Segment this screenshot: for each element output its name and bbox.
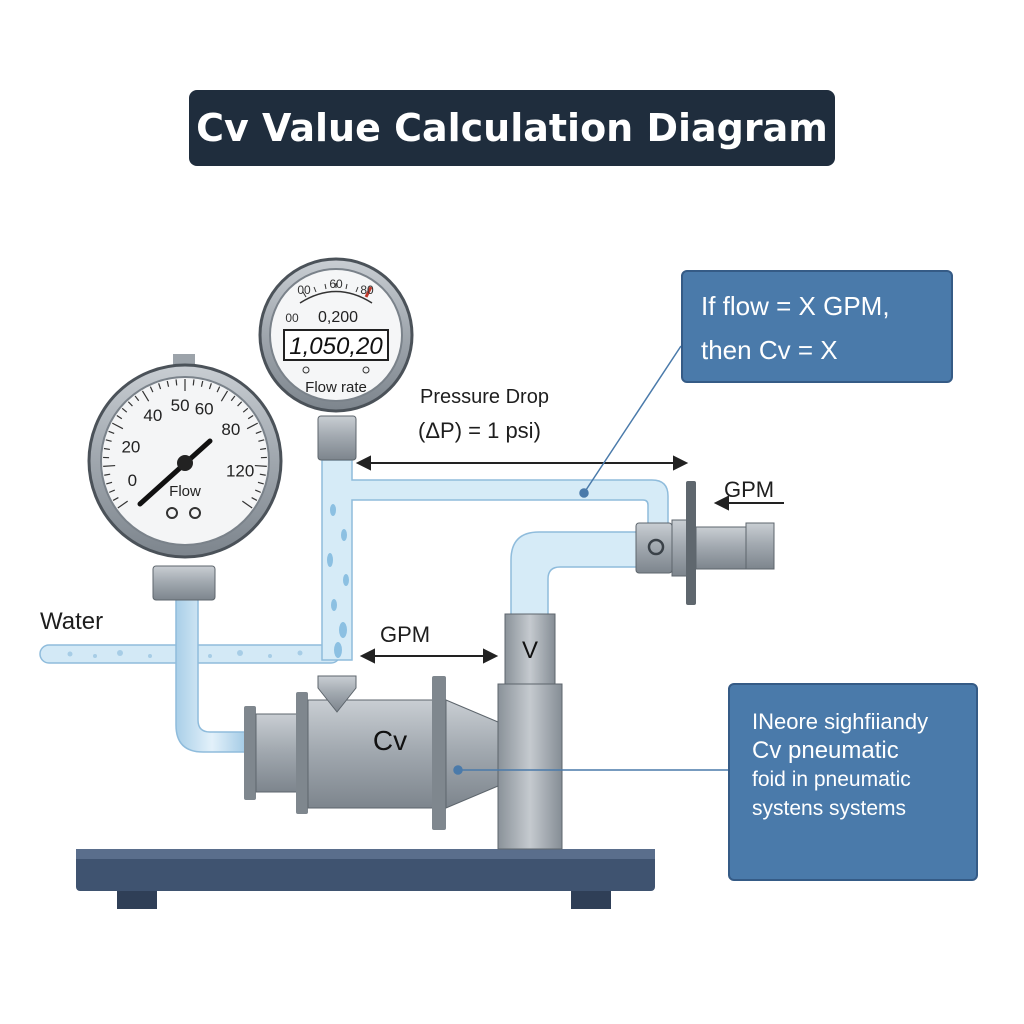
flow-meter-caption: Flow rate bbox=[305, 379, 367, 396]
gauge-tick bbox=[116, 414, 123, 420]
callout-line: systens systems bbox=[752, 797, 907, 820]
gauge-tick bbox=[259, 473, 266, 476]
gauge-tick bbox=[257, 481, 264, 485]
gauge-tick bbox=[237, 401, 243, 407]
gauge-tick bbox=[254, 489, 261, 493]
flow-meter-scale-3: 80 bbox=[360, 283, 374, 297]
cv-definition-callout: If flow = X GPM, then Cv = X bbox=[681, 270, 953, 383]
gauge-tick bbox=[111, 422, 124, 430]
gauge-tick bbox=[103, 464, 116, 467]
gauge-tick bbox=[260, 447, 267, 451]
flow-meter-scale-2: 60 bbox=[329, 277, 343, 291]
callout-line: INeore sighfiiandy bbox=[752, 709, 929, 734]
gauge-tick bbox=[108, 430, 115, 435]
gauge-tick-label: 50 bbox=[171, 396, 190, 415]
flow-meter-scale-1: 00 bbox=[297, 283, 311, 297]
gauge-tick bbox=[241, 500, 253, 509]
callout-line: If flow = X GPM, bbox=[701, 291, 890, 321]
base-plate bbox=[76, 849, 655, 909]
gpm-label-right: GPM bbox=[724, 477, 775, 502]
gauge-tick bbox=[158, 383, 162, 390]
gauge-tick bbox=[105, 439, 112, 442]
gauge-tick bbox=[230, 395, 236, 402]
gauge-tick bbox=[134, 395, 140, 402]
gauge-tick bbox=[166, 380, 170, 387]
gauge-tick bbox=[175, 379, 178, 386]
pressure-drop-label-line2: (ΔP) = 1 psi) bbox=[418, 418, 541, 443]
valve-column bbox=[497, 613, 563, 850]
gauge-tick-label: 80 bbox=[221, 420, 240, 439]
gauge-tick-label: 0 bbox=[128, 471, 137, 490]
gauge-tick bbox=[200, 380, 204, 387]
gpm-label-middle: GPM bbox=[380, 622, 431, 647]
gpm-arrow-middle bbox=[359, 648, 499, 664]
gauge-tick-label: 20 bbox=[121, 438, 140, 457]
flow-meter-sub-reading: 0,200 bbox=[318, 309, 358, 326]
callout-line: Cv pneumatic bbox=[752, 737, 899, 764]
right-fitting bbox=[635, 481, 775, 605]
gauge-tick bbox=[121, 407, 128, 413]
callout-leaders bbox=[453, 345, 728, 775]
gauge-tick-label: 120 bbox=[226, 462, 254, 481]
gauge-tick bbox=[258, 439, 265, 442]
outlet-pipe bbox=[510, 531, 641, 621]
gauge-tick bbox=[192, 379, 195, 386]
valve-body bbox=[244, 675, 499, 830]
gauge-tick bbox=[254, 464, 267, 467]
gauge-tick bbox=[255, 430, 262, 435]
gauge-tick bbox=[109, 489, 116, 493]
gauge-tick bbox=[208, 383, 212, 390]
gauge-tick bbox=[127, 401, 133, 407]
gauge-tick bbox=[104, 473, 111, 476]
callout-line: then Cv = X bbox=[701, 335, 838, 365]
pressure-gauge-caption: Flow bbox=[169, 483, 201, 500]
gauge-feed-pipe bbox=[175, 597, 249, 753]
flow-meter-left-label: 00 bbox=[285, 311, 299, 325]
gauge-tick bbox=[112, 497, 119, 501]
pneumatic-note-callout: INeore sighfiiandy Cv pneumatic foid in … bbox=[728, 683, 978, 881]
pressure-drop-label-line1: Pressure Drop bbox=[420, 386, 549, 408]
gauge-tick bbox=[149, 386, 154, 393]
gauge-tick bbox=[216, 386, 221, 393]
flow-meter-digital-reading: 1,050,20 bbox=[289, 333, 383, 360]
flow-meter bbox=[258, 257, 414, 461]
gpm-arrow-right bbox=[713, 495, 784, 511]
valve-cv-label: Cv bbox=[373, 725, 407, 756]
gauge-tick-label: 60 bbox=[195, 399, 214, 418]
gauge-tick bbox=[106, 481, 113, 485]
gauge-tick bbox=[246, 422, 259, 430]
gauge-tick-label: 40 bbox=[143, 406, 162, 425]
pressure-drop-arrow bbox=[355, 455, 689, 471]
valve-v-label: V bbox=[522, 637, 538, 664]
water-label: Water bbox=[40, 608, 104, 635]
gauge-tick bbox=[220, 390, 229, 402]
callout-line: foid in pneumatic bbox=[752, 768, 911, 791]
gauge-tick bbox=[247, 414, 254, 420]
gauge-tick bbox=[242, 407, 249, 413]
gauge-tick bbox=[103, 447, 110, 451]
gauge-tick bbox=[251, 497, 258, 501]
diagram-title: Cv Value Calculation Diagram bbox=[189, 90, 835, 166]
gauge-tick bbox=[117, 500, 129, 509]
gauge-tick bbox=[141, 390, 150, 402]
